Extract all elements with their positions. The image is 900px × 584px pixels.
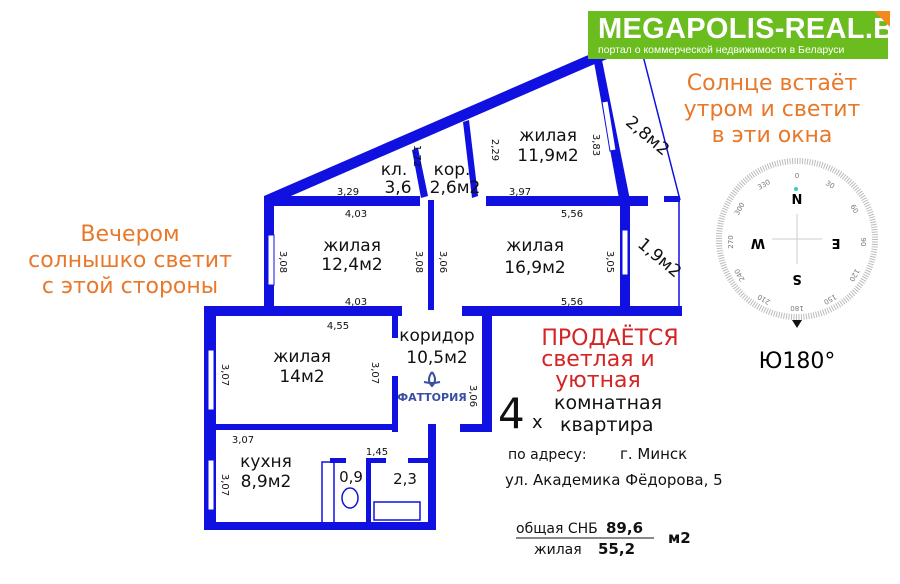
compass-degree-label: 270 xyxy=(727,235,735,248)
room-area: 14м2 xyxy=(279,367,324,387)
walls xyxy=(204,36,682,530)
room-name: кухня xyxy=(240,452,292,472)
dimension: 3,06 xyxy=(467,385,478,407)
room-name: жилая xyxy=(506,236,564,256)
dimension: 5,56 xyxy=(561,209,583,220)
living-area-label: жилая xyxy=(534,542,582,558)
compass-degree-label: 210 xyxy=(756,292,772,306)
dimension: 4,03 xyxy=(345,297,367,308)
morning-note-line: в эти окна xyxy=(712,123,833,148)
address-street: ул. Академика Фёдорова, 5 xyxy=(505,471,723,489)
compass-degree-label: 330 xyxy=(756,178,772,192)
room-area: 16,9м2 xyxy=(504,258,566,278)
evening-note-line: солнышко светит xyxy=(28,248,232,273)
dimension: 3,08 xyxy=(277,251,288,273)
compass-east: E xyxy=(832,235,841,250)
dimension: 3,05 xyxy=(604,251,615,273)
dimension: 1,45 xyxy=(366,447,388,458)
total-area-label: общая СНБ xyxy=(516,521,598,537)
dimension: 3,29 xyxy=(337,187,359,198)
logo-corner xyxy=(874,11,890,27)
room-name: кор. xyxy=(434,160,471,180)
dimension: 4,03 xyxy=(345,209,367,220)
apartment-type-line: комнатная xyxy=(554,392,662,414)
morning-note-line: утром и светит xyxy=(684,97,861,122)
room-area: 8,9м2 xyxy=(241,472,292,492)
rooms-x: х xyxy=(532,412,543,433)
agency-logo: ФАТТОРИЯ xyxy=(397,371,467,404)
evening-note-line: с этой стороны xyxy=(42,274,218,299)
ad-line: ПРОДАЁТСЯ xyxy=(541,325,678,351)
morning-note-line: Солнце встаёт xyxy=(687,71,858,96)
compass-degree-label: 180 xyxy=(790,304,803,312)
room-area: 12,4м2 xyxy=(321,255,383,275)
room-area: 10,5м2 xyxy=(406,348,468,368)
room-area: 2,6м2 xyxy=(430,178,481,198)
address-city: г. Минск xyxy=(620,445,687,463)
compass-degree-label: 240 xyxy=(733,267,747,283)
area-unit: м2 xyxy=(668,529,691,547)
compass-north: N xyxy=(792,193,803,208)
logo-title: MEGAPOLIS-REAL.BY xyxy=(598,13,900,45)
ad-line: светлая и xyxy=(541,347,654,372)
dimension: 3,07 xyxy=(369,362,380,384)
dimension: 3,83 xyxy=(590,134,601,156)
dimension: 3,07 xyxy=(232,435,254,446)
dimension: 3,08 xyxy=(413,251,424,273)
rooms-count: 4 xyxy=(498,389,525,438)
compass-degree-label: 0 xyxy=(795,172,799,180)
room-name: жилая xyxy=(273,347,331,367)
agency-logo-text: ФАТТОРИЯ xyxy=(397,391,467,404)
address-label: по адресу: xyxy=(508,447,587,463)
compass-degree-label: 30 xyxy=(824,179,836,190)
logo-subtitle: портал о коммерческой недвижимости в Бел… xyxy=(598,44,845,56)
compass-heading: Ю180° xyxy=(759,349,836,374)
dimension: 3,97 xyxy=(509,187,531,198)
dimension: 3,07 xyxy=(219,474,230,496)
room-name: жилая xyxy=(323,236,381,256)
dimension: 3,07 xyxy=(219,364,230,386)
room-area: 1,9м2 xyxy=(633,234,685,282)
room-area: 0,9 xyxy=(339,468,363,486)
compass-degree-label: 60 xyxy=(848,203,859,215)
room-area: 11,9м2 xyxy=(517,146,579,166)
compass-degree-label: 90 xyxy=(859,238,867,247)
apartment-type-line: квартира xyxy=(560,414,654,436)
compass-degree-label: 120 xyxy=(847,267,861,283)
compass: N E S W 0306090120150180210240270300330 … xyxy=(716,158,878,374)
fleur-icon xyxy=(423,371,441,388)
room-name: коридор xyxy=(399,326,474,346)
site-logo[interactable]: MEGAPOLIS-REAL.BY портал о коммерческой … xyxy=(588,11,900,59)
room-area: 3,6 xyxy=(384,178,411,198)
dimension: 4,55 xyxy=(327,321,349,332)
total-area-value: 89,6 xyxy=(606,519,643,537)
evening-note-line: Вечером xyxy=(80,222,179,247)
ad-line: уютная xyxy=(555,368,640,393)
compass-west: W xyxy=(751,235,765,250)
dimension: 2,29 xyxy=(489,139,500,161)
dimension: 1,72 xyxy=(411,145,422,167)
dimension: 3,06 xyxy=(437,251,448,273)
room-area: 2,8м2 xyxy=(621,112,673,160)
room-name: жилая xyxy=(519,126,577,146)
room-name: кл. xyxy=(381,160,408,180)
compass-south: S xyxy=(792,271,801,286)
room-area: 2,3 xyxy=(393,470,417,488)
dimension: 5,56 xyxy=(561,297,583,308)
compass-degree-label: 300 xyxy=(733,201,747,217)
living-area-value: 55,2 xyxy=(598,540,635,558)
